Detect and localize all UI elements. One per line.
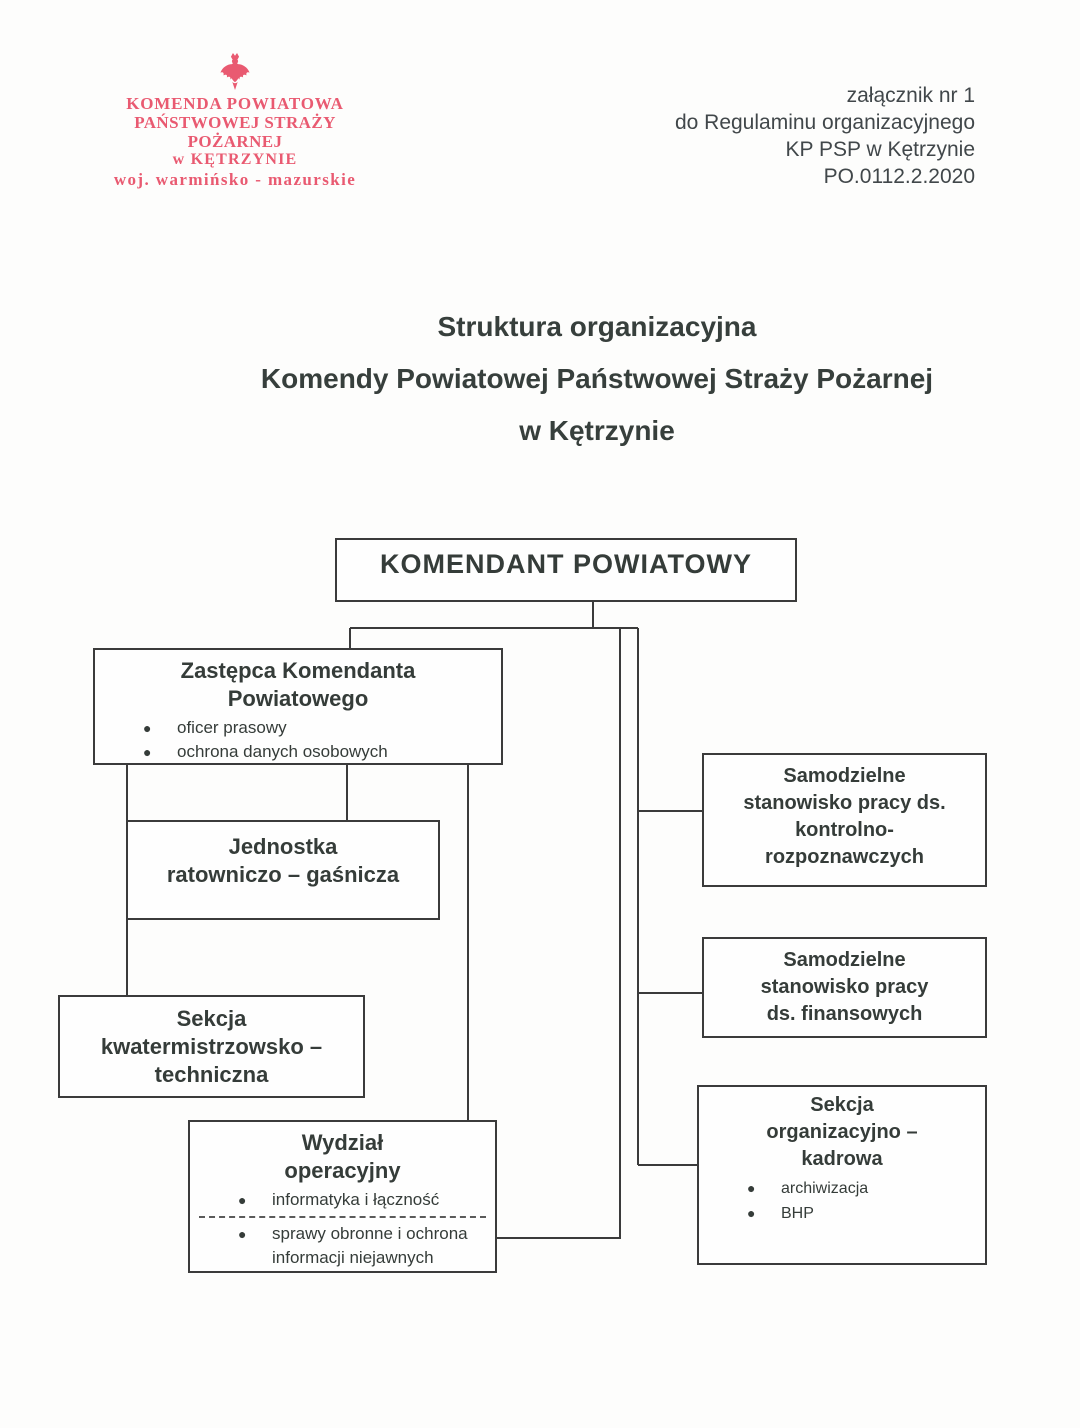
org-box-kontrolno-title: Samodzielne stanowisko pracy ds. kontrol… [743, 765, 946, 868]
org-box-stanowisko-kontrolno-rozpoznawcze: Samodzielne stanowisko pracy ds. kontrol… [702, 753, 987, 887]
annotation-line-2: do Regulaminu organizacyjnego [674, 111, 975, 134]
bullet-icon: ● [238, 1226, 247, 1242]
document-annotation: załącznik nr 1 do Regulaminu organizacyj… [675, 82, 975, 190]
oper-bullet-list: ● informatyka i łączność ● sprawy obronn… [190, 1188, 495, 1270]
dashed-separator [199, 1216, 486, 1218]
org-box-kwater-title: Sekcja kwatermistrzowsko – techniczna [100, 1005, 323, 1087]
bullet-text: sprawy obronne i ochrona informacji niej… [272, 1224, 468, 1267]
org-box-sekcja-kwatermistrzowsko-techniczna: Sekcja kwatermistrzowsko – techniczna [58, 995, 365, 1098]
stamp-line-3: w KĘTRZYNIE [172, 151, 298, 169]
org-box-zastepca-komendanta: Zastępca Komendanta Powiatowego ● oficer… [93, 648, 503, 765]
kadrowa-bullet-list: ● archiwizacja ● BHP [699, 1176, 985, 1226]
list-item: ● ochrona danych osobowych [143, 740, 501, 764]
annotation-line-4: PO.0112.2.2020 [823, 165, 975, 188]
list-item: ● sprawy obronne i ochrona informacji ni… [238, 1222, 495, 1270]
bullet-icon: ● [143, 720, 152, 736]
bullet-text: ochrona danych osobowych [177, 742, 388, 761]
list-item: ● oficer prasowy [143, 716, 501, 740]
zastepca-bullet-list: ● oficer prasowy ● ochrona danych osobow… [95, 716, 501, 764]
list-item: ● BHP [747, 1201, 985, 1226]
org-box-komendant-powiatowy: KOMENDANT POWIATOWY [335, 538, 797, 602]
stamp-line-4: woj. warmińsko - mazurskie [113, 170, 357, 189]
list-item: ● archiwizacja [747, 1176, 985, 1201]
org-box-komendant-title: KOMENDANT POWIATOWY [380, 549, 752, 579]
bullet-icon: ● [747, 1205, 756, 1221]
office-stamp: KOMENDA POWIATOWA PAŃSTWOWEJ STRAŻY POŻA… [85, 52, 385, 189]
org-box-sekcja-organizacyjno-kadrowa: Sekcja organizacyjno – kadrowa ● archiwi… [697, 1085, 987, 1265]
list-item: ● informatyka i łączność [238, 1188, 495, 1212]
bullet-text: informatyka i łączność [272, 1190, 440, 1209]
bullet-text: archiwizacja [781, 1180, 869, 1197]
bullet-icon: ● [143, 744, 152, 760]
title-line-1: Struktura organizacyjna [437, 311, 757, 342]
title-line-2: Komendy Powiatowej Państwowej Straży Poż… [260, 363, 934, 394]
eagle-emblem-icon [220, 53, 250, 90]
bullet-text: BHP [781, 1205, 814, 1222]
bullet-icon: ● [747, 1180, 756, 1196]
org-box-wydzial-operacyjny: Wydział operacyjny ● informatyka i łączn… [188, 1120, 497, 1273]
stamp-line-1: KOMENDA POWIATOWA [126, 94, 344, 113]
org-box-zastepca-title: Zastępca Komendanta Powiatowego [180, 658, 416, 711]
org-box-jednostka-title: Jednostka ratowniczo – gaśnicza [166, 834, 400, 887]
org-box-oper-title: Wydział operacyjny [284, 1130, 401, 1183]
page-title: Struktura organizacyjna Komendy Powiatow… [112, 313, 1080, 469]
org-box-kadrowa-title: Sekcja organizacyjno – kadrowa [766, 1094, 918, 1170]
org-box-jednostka-ratowniczo-gasnicza: Jednostka ratowniczo – gaśnicza [126, 820, 440, 920]
title-line-3: w Kętrzynie [519, 415, 675, 446]
bullet-icon: ● [238, 1192, 247, 1208]
org-box-stanowisko-finansowe: Samodzielne stanowisko pracy ds. finanso… [702, 937, 987, 1038]
bullet-text: oficer prasowy [177, 718, 287, 737]
annotation-line-1: załącznik nr 1 [846, 84, 975, 107]
org-box-finansowe-title: Samodzielne stanowisko pracy ds. finanso… [760, 949, 929, 1025]
stamp-line-2: PAŃSTWOWEJ STRAŻY POŻARNEJ [134, 113, 336, 152]
annotation-line-3: KP PSP w Kętrzynie [785, 138, 975, 161]
